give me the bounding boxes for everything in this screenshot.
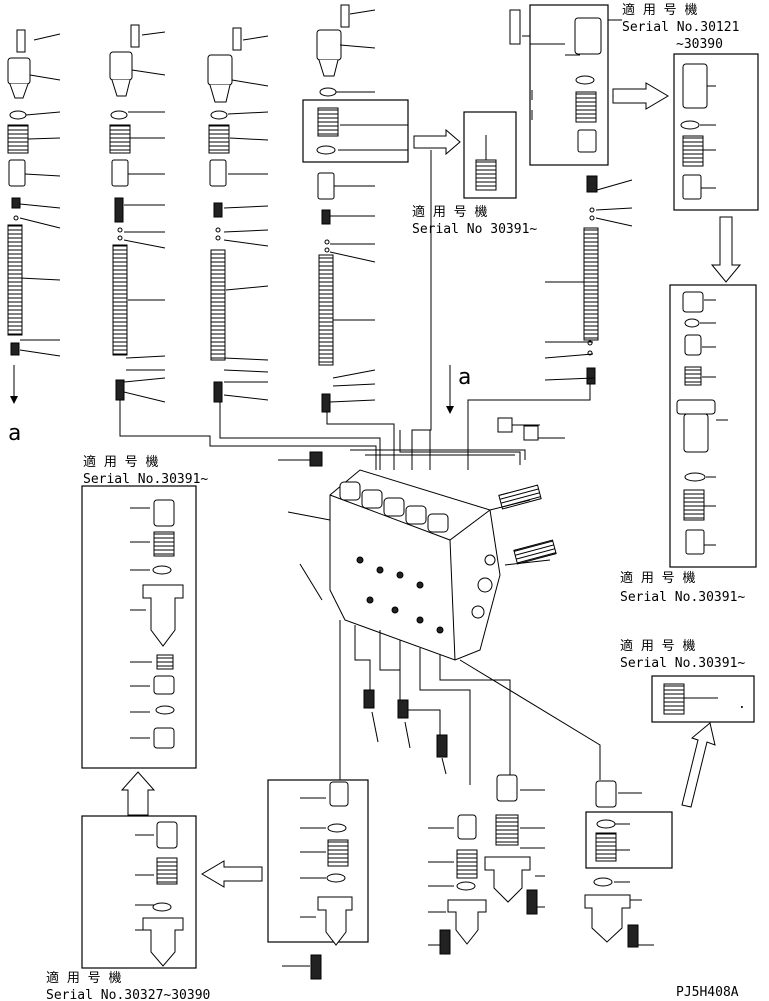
spool-column-1 <box>7 29 61 404</box>
valve-block <box>278 417 565 661</box>
serial-mid: Serial No 30391~ <box>412 222 537 237</box>
drawing-code: PJ5H408A <box>676 985 739 1000</box>
annotation-mid: 適 用 号 機 Serial No 30391~ <box>412 204 537 237</box>
svg-text:.: . <box>738 697 746 712</box>
serial-right-1: Serial No.30391~ <box>620 590 745 605</box>
marker-a-center: a <box>458 365 471 390</box>
serial-top-line1: Serial No.30121 <box>622 20 739 35</box>
bottom-mid-parts <box>428 774 545 955</box>
bottom-center-box <box>267 779 369 980</box>
annotation-right-2: 適 用 号 機 Serial No.30391~ <box>620 638 745 671</box>
serial-bottom: Serial No.30327~30390 <box>46 988 210 1001</box>
serial-top-line2: ~30390 <box>676 37 723 52</box>
spool-column-2 <box>109 24 166 403</box>
annotation-top-right: 適 用 号 機 Serial No.30121 ~30390 <box>622 2 739 52</box>
serial-left: Serial No.30391~ <box>83 472 208 487</box>
bottom-left-detail-box <box>81 815 263 969</box>
serial-right-2: Serial No.30391~ <box>620 656 745 671</box>
applies-label-right-2: 適 用 号 機 <box>620 638 695 654</box>
left-detail-box <box>81 485 197 816</box>
applies-label-mid: 適 用 号 機 <box>412 204 487 220</box>
routing-lines <box>119 150 591 470</box>
annotation-left: 適 用 号 機 Serial No.30391~ <box>83 454 208 487</box>
bottom-right-parts: . <box>584 675 755 948</box>
spool-column-3 <box>207 27 269 403</box>
spool-column-4 <box>302 4 409 413</box>
applies-label-top: 適 用 号 機 <box>622 2 697 18</box>
annotation-bottom: 適 用 号 機 Serial No.30327~30390 <box>46 970 210 1001</box>
right-detail-box <box>669 284 757 568</box>
marker-a-left: a <box>8 421 21 446</box>
top-right-spool <box>509 4 759 283</box>
right-spool <box>544 175 633 385</box>
applies-label-right-1: 適 用 号 機 <box>620 570 695 586</box>
applies-label-left: 適 用 号 機 <box>83 454 158 470</box>
annotation-right-1: 適 用 号 機 Serial No.30391~ <box>620 570 745 605</box>
applies-label-bottom: 適 用 号 機 <box>46 970 121 986</box>
mid-spring-box <box>413 111 517 199</box>
